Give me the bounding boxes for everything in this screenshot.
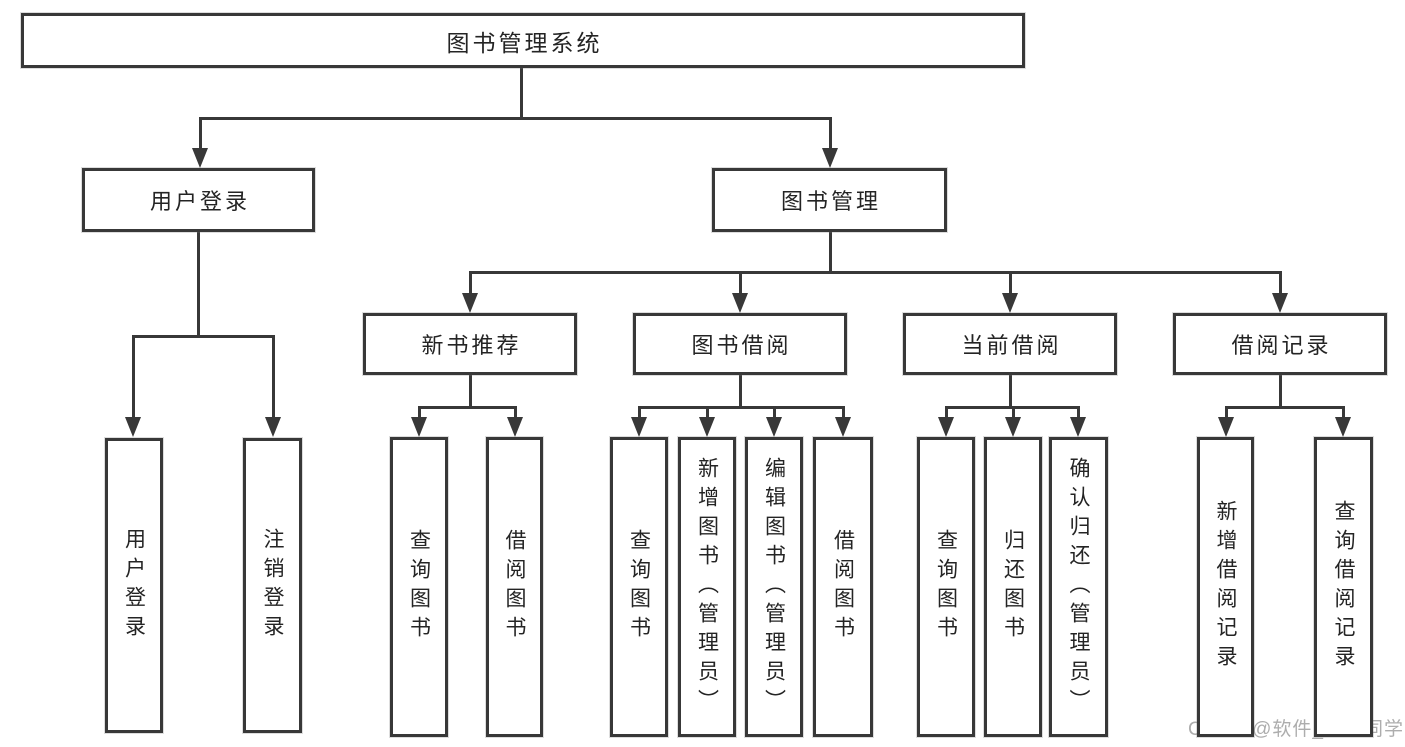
connector-hline (198, 116, 832, 120)
connector-arrow-stem (772, 406, 776, 419)
connector-arrow-stem (1008, 271, 1012, 295)
connector-vline (1008, 375, 1012, 409)
node-label-current-borrowing: 当前借阅 (961, 333, 1062, 358)
connector-arrow-stem (944, 406, 948, 419)
node-label-root: 图书管理系统 (446, 29, 603, 56)
node-leaf-bb-add: 新增图书（管理员） (678, 437, 736, 737)
connector-arrow-stem (1224, 406, 1228, 419)
node-label-leaf-br-add: 新增借阅记录 (1214, 500, 1237, 674)
connector-arrow-stem (1011, 406, 1015, 419)
node-user-login: 用户登录 (82, 168, 315, 232)
node-leaf-nb-borrow: 借阅图书 (486, 437, 543, 737)
arrow-down-icon (1070, 417, 1086, 437)
node-new-book-recommend: 新书推荐 (363, 313, 577, 375)
arrow-down-icon (766, 417, 782, 437)
node-label-book-borrowing: 图书借阅 (691, 333, 792, 358)
arrow-down-icon (822, 148, 838, 168)
connector-arrow-stem (513, 406, 517, 419)
node-label-leaf-nb-borrow: 借阅图书 (503, 529, 526, 645)
arrow-down-icon (192, 148, 208, 168)
node-current-borrowing: 当前借阅 (903, 313, 1117, 375)
node-label-book-management: 图书管理 (780, 189, 881, 214)
node-borrowing-records: 借阅记录 (1173, 313, 1387, 375)
connector-hline (131, 334, 275, 338)
node-book-management: 图书管理 (712, 168, 947, 232)
connector-arrow-stem (1076, 406, 1080, 419)
node-label-leaf-nb-query: 查询图书 (407, 529, 431, 645)
arrow-down-icon (462, 293, 478, 313)
node-label-leaf-bb-query: 查询图书 (627, 529, 651, 645)
node-label-user-login: 用户登录 (149, 189, 250, 214)
arrow-down-icon (265, 417, 281, 437)
connector-arrow-stem (417, 406, 421, 419)
node-leaf-bb-borrow: 借阅图书 (813, 437, 873, 737)
connector-vline (1278, 375, 1282, 409)
arrow-down-icon (938, 417, 954, 437)
node-label-borrowing-records: 借阅记录 (1231, 333, 1332, 358)
node-leaf-cb-confirm: 确认归还（管理员） (1049, 437, 1108, 737)
node-leaf-bb-edit: 编辑图书（管理员） (745, 437, 803, 737)
connector-vline (196, 232, 200, 338)
arrow-down-icon (125, 417, 141, 437)
arrow-down-icon (1335, 417, 1351, 437)
node-label-leaf-logout: 注销登录 (261, 527, 284, 644)
node-label-leaf-bb-edit: 编辑图书（管理员） (762, 456, 786, 718)
connector-arrow-stem (841, 406, 845, 419)
connector-arrow-stem (131, 335, 135, 419)
arrow-down-icon (1005, 417, 1021, 437)
connector-arrow-stem (1341, 406, 1345, 419)
node-leaf-cb-return: 归还图书 (984, 437, 1042, 737)
arrow-down-icon (732, 293, 748, 313)
arrow-down-icon (1218, 417, 1234, 437)
connector-arrow-stem (468, 271, 472, 295)
connector-arrow-stem (637, 406, 641, 419)
connector-vline (468, 375, 472, 409)
connector-arrow-stem (828, 117, 832, 150)
arrow-down-icon (835, 417, 851, 437)
node-leaf-cb-query: 查询图书 (917, 437, 975, 737)
connector-hline (637, 405, 845, 409)
node-root: 图书管理系统 (21, 13, 1025, 68)
node-leaf-user-login: 用户登录 (105, 438, 163, 733)
arrow-down-icon (631, 417, 647, 437)
connector-arrow-stem (705, 406, 709, 419)
arrow-down-icon (507, 417, 523, 437)
connector-arrow-stem (198, 117, 202, 150)
node-label-leaf-cb-query: 查询图书 (934, 529, 958, 645)
connector-arrow-stem (1278, 271, 1282, 295)
connector-vline (828, 232, 832, 274)
node-leaf-br-add: 新增借阅记录 (1197, 437, 1254, 737)
node-leaf-br-query: 查询借阅记录 (1314, 437, 1373, 737)
node-label-new-book-recommend: 新书推荐 (421, 333, 522, 358)
connector-hline (417, 405, 517, 409)
connector-hline (1224, 405, 1345, 409)
node-leaf-logout: 注销登录 (243, 438, 302, 733)
arrow-down-icon (1002, 293, 1018, 313)
connector-arrow-stem (738, 271, 742, 295)
node-label-leaf-cb-confirm: 确认归还（管理员） (1067, 456, 1090, 718)
connector-arrow-stem (271, 335, 275, 419)
connector-vline (738, 375, 742, 409)
node-leaf-nb-query: 查询图书 (390, 437, 448, 737)
node-label-leaf-cb-return: 归还图书 (1001, 529, 1025, 645)
node-leaf-bb-query: 查询图书 (610, 437, 668, 737)
arrow-down-icon (1272, 293, 1288, 313)
arrow-down-icon (411, 417, 427, 437)
node-label-leaf-br-query: 查询借阅记录 (1332, 500, 1355, 674)
node-label-leaf-bb-add: 新增图书（管理员） (695, 456, 719, 718)
connector-hline (468, 270, 1282, 274)
connector-vline (519, 68, 523, 120)
arrow-down-icon (699, 417, 715, 437)
node-label-leaf-user-login: 用户登录 (122, 527, 146, 644)
node-book-borrowing: 图书借阅 (633, 313, 847, 375)
node-label-leaf-bb-borrow: 借阅图书 (831, 529, 855, 645)
